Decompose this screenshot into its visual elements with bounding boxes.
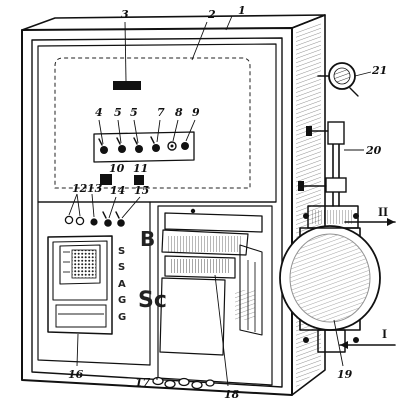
callout-11: 11 [133, 162, 148, 175]
callout-19: 19 [337, 368, 353, 381]
callout-12: 12 [72, 182, 88, 195]
inlet-label: I [382, 326, 387, 341]
callout-8: 8 [175, 106, 183, 119]
side-letter: G [118, 295, 126, 306]
callout-5b: 5 [130, 106, 138, 119]
callout-numbers: 1 2 3 4 5 5 7 8 9 10 11 12 13 14 15 16 1… [68, 4, 387, 401]
side-letter-column: S S A G G [118, 246, 126, 323]
lamp-12b [75, 216, 85, 226]
panel-letter-b: B [140, 227, 155, 251]
callout-10: 10 [109, 162, 125, 175]
chart-drive-mechanism [159, 208, 263, 356]
display-slot [113, 81, 141, 90]
bottom-connectors [152, 376, 215, 390]
lamp-13 [90, 218, 98, 226]
callout-14: 14 [110, 184, 125, 197]
callout-1: 1 [238, 4, 246, 17]
lamp-12a [64, 215, 74, 225]
switch-7 [150, 136, 160, 152]
indicator-11 [134, 175, 144, 185]
recorder-chart-grid [71, 249, 97, 279]
outlet-arrow [344, 218, 396, 226]
panel-letter-sc: Sc [138, 288, 167, 313]
lamp-9 [181, 142, 189, 150]
cabinet-body [21, 14, 326, 396]
valve-assembly [298, 121, 347, 207]
switch-15 [115, 211, 125, 227]
switch-panel [93, 131, 195, 163]
inlet-arrow [339, 341, 396, 349]
outlet-label: II [378, 204, 388, 219]
callout-7: 7 [157, 106, 165, 119]
flow-chamber [279, 205, 381, 353]
callout-15: 15 [134, 184, 149, 197]
callout-9: 9 [192, 106, 200, 119]
leader-lines [68, 15, 372, 387]
lower-switch-row [64, 211, 125, 227]
side-letter: G [118, 312, 126, 323]
callout-18: 18 [224, 388, 240, 401]
recorder-unit [47, 235, 113, 335]
side-letter: S [118, 246, 125, 257]
callout-16: 16 [68, 368, 84, 381]
indicator-10 [100, 174, 112, 185]
dashed-window-outline [54, 57, 251, 189]
switch-14 [102, 211, 112, 227]
switch-4 [98, 138, 108, 154]
callout-13: 13 [87, 182, 103, 195]
side-letter: A [118, 279, 126, 290]
callout-3: 3 [121, 8, 129, 21]
pressure-gauge [317, 62, 359, 97]
callout-20: 20 [365, 144, 382, 157]
switch-5a [116, 137, 126, 153]
callout-21: 21 [371, 64, 387, 77]
side-letter: S [118, 262, 125, 273]
switch-5b [133, 137, 143, 153]
lamp-8 [167, 141, 177, 151]
callout-17: 17 [135, 376, 151, 389]
callout-4: 4 [95, 106, 103, 119]
callout-2: 2 [207, 8, 216, 21]
callout-5: 5 [114, 106, 122, 119]
